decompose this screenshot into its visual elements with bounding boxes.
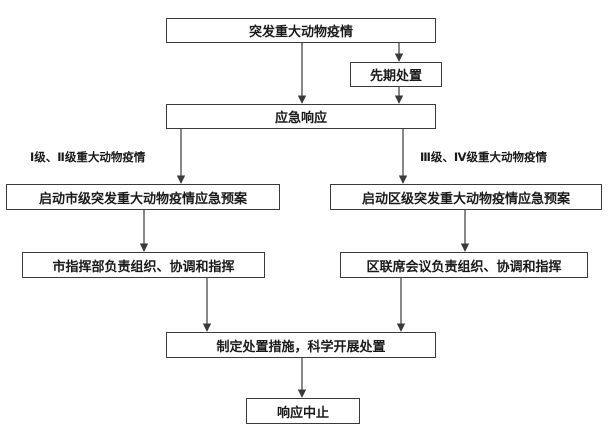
node-emergency-response: 应急响应: [166, 104, 436, 129]
edge-label-level-3-4: Ⅲ级、Ⅳ级重大动物疫情: [420, 150, 548, 164]
edge-label-level-1-2: Ⅰ级、Ⅱ级重大动物疫情: [30, 150, 146, 164]
node-measures: 制定处置措施，科学开展处置: [166, 332, 436, 358]
node-response-end: 响应中止: [246, 398, 360, 424]
node-outbreak: 突发重大动物疫情: [166, 18, 436, 43]
node-district-meeting: 区联席会议负责组织、协调和指挥: [340, 252, 588, 278]
node-district-plan: 启动区级突发重大动物疫情应急预案: [330, 184, 602, 210]
node-city-plan: 启动市级突发重大动物疫情应急预案: [6, 184, 280, 210]
node-city-command: 市指挥部负责组织、协调和指挥: [22, 252, 265, 278]
node-initial-response: 先期处置: [350, 62, 442, 87]
